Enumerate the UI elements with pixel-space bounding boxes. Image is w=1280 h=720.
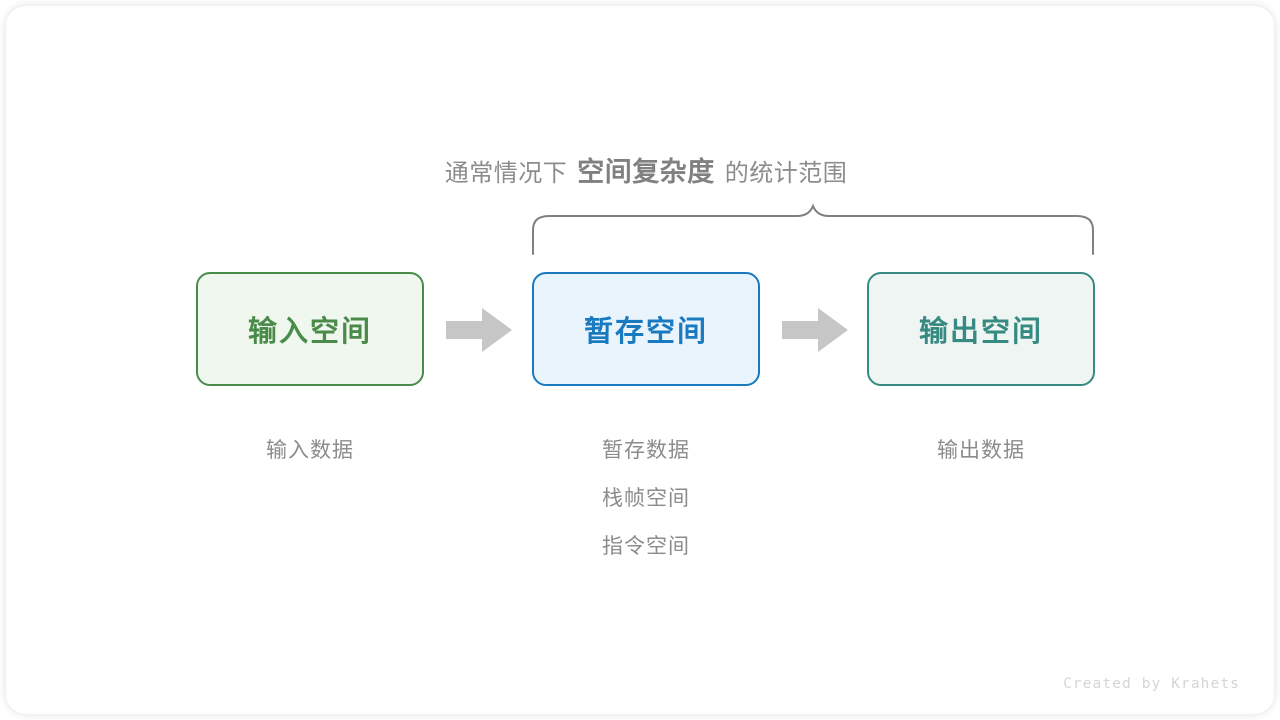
footer-credit: Created by Krahets (1063, 676, 1240, 692)
box-input-space-label: 输入空间 (247, 316, 372, 348)
curly-brace (511, 202, 1111, 258)
arrow-temp-to-output (782, 308, 848, 352)
caption-prefix: 通常情况下 (444, 160, 568, 187)
caption-suffix: 的统计范围 (724, 160, 848, 187)
box-output-space-label: 输出空间 (918, 316, 1043, 348)
curly-brace-icon (532, 203, 1094, 255)
box-temp-space-label: 暂存空间 (583, 316, 708, 348)
list-item: 指令空间 (602, 535, 690, 558)
labels-temp-column: 暂存数据 栈帧空间 指令空间 (531, 427, 761, 571)
labels-output-column: 输出数据 (866, 427, 1096, 475)
list-item: 栈帧空间 (602, 487, 690, 510)
list-item: 输入数据 (266, 439, 354, 462)
arrow-input-to-temp (446, 308, 512, 352)
list-item: 输出数据 (937, 439, 1025, 462)
diagram-card: 通常情况下空间复杂度的统计范围 输入空间 暂存空间 输出空间 (6, 6, 1274, 714)
caption-emphasis: 空间复杂度 (577, 157, 715, 187)
arrow-right-icon (446, 308, 512, 352)
arrow-right-icon (782, 308, 848, 352)
box-temp-space[interactable]: 暂存空间 (532, 272, 760, 386)
list-item: 暂存数据 (602, 439, 690, 462)
diagram-caption: 通常情况下空间复杂度的统计范围 (6, 154, 1274, 192)
labels-input-column: 输入数据 (195, 427, 425, 475)
box-output-space[interactable]: 输出空间 (867, 272, 1095, 386)
box-input-space[interactable]: 输入空间 (196, 272, 424, 386)
